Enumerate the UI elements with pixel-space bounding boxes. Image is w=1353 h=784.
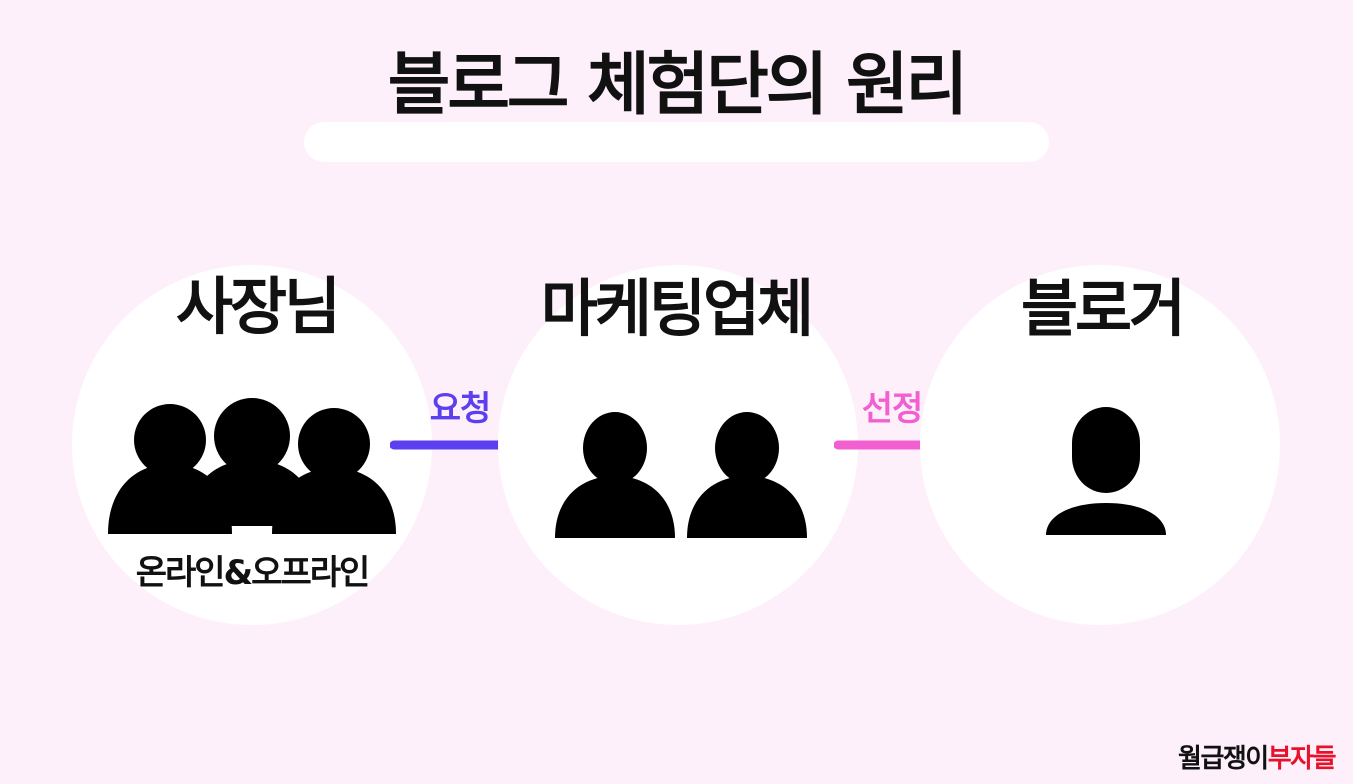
person-body-center [188, 460, 316, 526]
brand-part2: 부자들 [1267, 744, 1337, 774]
person-head-right [298, 408, 370, 480]
person-body-left [555, 476, 675, 538]
node-circle-agency [498, 265, 858, 625]
two-people-icon [555, 412, 807, 538]
brand-part1: 월급쟁이 [1178, 744, 1269, 774]
person-body [1046, 503, 1166, 535]
node-label-agency: 마케팅업체 [540, 272, 814, 345]
title-highlight [304, 122, 1049, 162]
arrow-label-request: 요청 [429, 389, 492, 429]
person-head-right [715, 412, 779, 484]
arrow-label-select: 선정 [861, 389, 924, 429]
person-head-left [583, 412, 647, 484]
node-sublabel-owner: 온라인&오프라인 [135, 553, 371, 593]
person-head [1072, 407, 1140, 493]
person-body-right [687, 476, 807, 538]
page-title: 블로그 체험단의 원리 [387, 46, 968, 125]
person-head-left [134, 404, 206, 476]
node-label-owner: 사장님 [175, 270, 341, 343]
brand-logo: 월급쟁이부자들 [1178, 744, 1337, 774]
single-person-icon [1046, 407, 1166, 535]
person-head-center [214, 398, 290, 474]
three-people-icon [108, 398, 396, 534]
node-label-blogger: 블로거 [1020, 272, 1186, 345]
